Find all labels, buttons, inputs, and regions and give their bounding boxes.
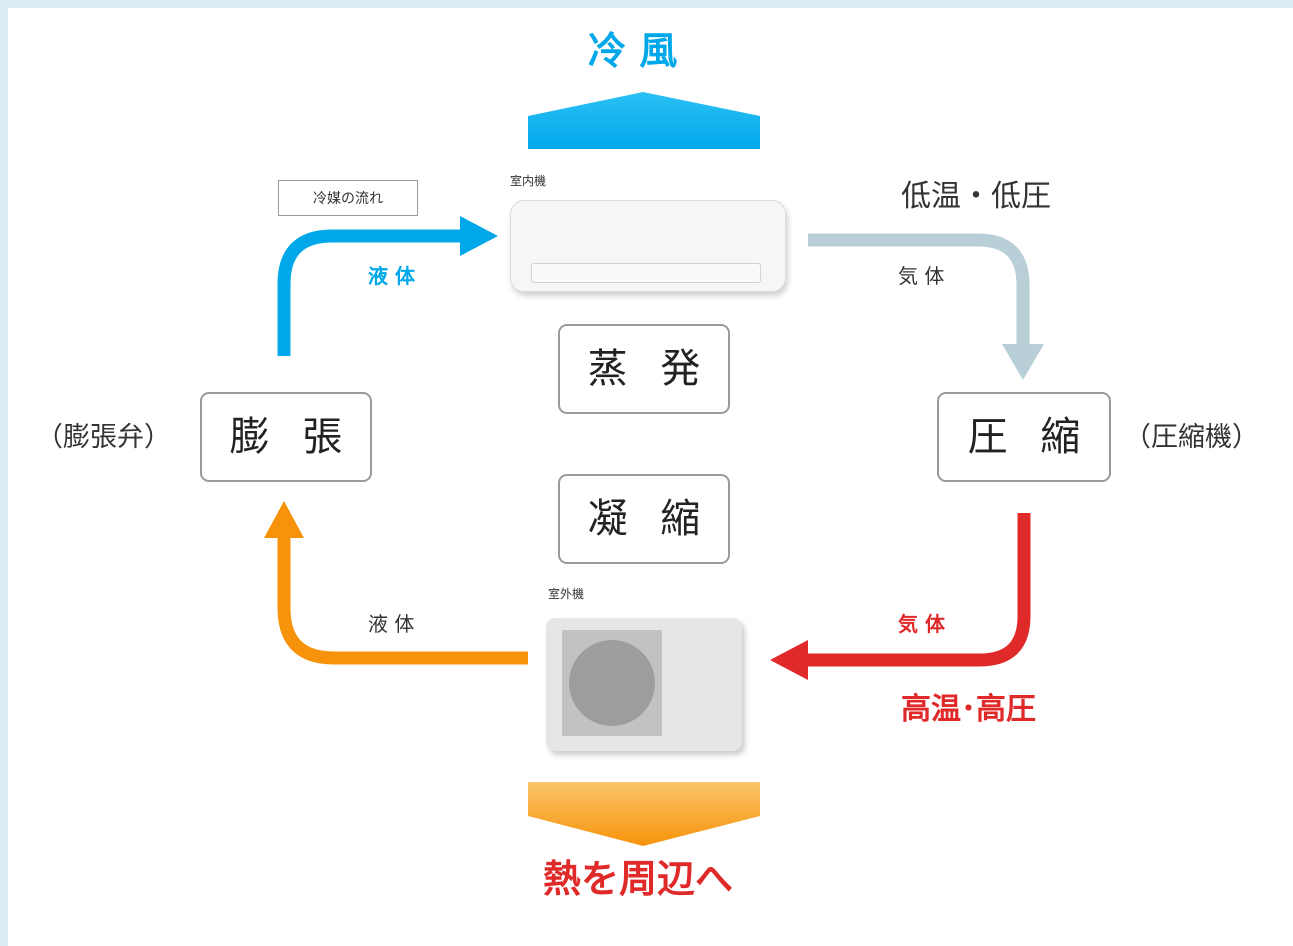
evaporation-stage-box: 蒸 発 [558,324,730,414]
compressor-label: （圧縮機） [1124,422,1259,453]
liquid-state-label-bottom: 液 体 [368,612,415,636]
condensation-stage-label: 凝 縮 [587,496,711,542]
gas-state-label-top: 気 体 [898,264,945,288]
legend-label: 冷媒の流れ [313,191,383,207]
expansion-valve-label: （膨張弁） [36,422,171,453]
heat-arrow-icon [528,782,760,846]
outdoor-fan-grille [562,630,662,736]
gas-flow-arrowhead-icon [1002,344,1044,380]
outdoor-unit-label: 室外機 [548,587,585,601]
compression-stage-label: 圧 縮 [967,414,1091,460]
liquid-state-label-top: 液 体 [368,264,415,288]
hot-gas-flow-arrowhead-icon [770,640,808,680]
fan-icon [569,640,655,726]
refrigeration-cycle-diagram: 冷 風 室内機 室外機 冷媒の流れ 液 体 気 体 低温・低圧 気 体 高温･高… [8,8,1293,946]
low-temp-low-pressure-label: 低温・低圧 [901,179,1051,214]
gas-flow-arrow-top-right [808,233,1030,350]
liquid-flow-arrowhead-icon [460,216,498,256]
indoor-unit-icon [510,200,786,292]
liquid-flow-arrow-top-left [277,229,468,356]
liquid-flow-arrowhead-orange-icon [264,501,304,538]
indoor-unit-label: 室内機 [510,174,547,188]
indoor-unit-vent [531,263,761,283]
refrigerant-flow-arrows [264,92,1044,846]
expansion-stage-label: 膨 張 [229,414,353,460]
hot-gas-flow-arrow-bottom-right [803,513,1031,667]
cold-air-label: 冷 風 [588,29,678,73]
outdoor-unit-icon [546,618,742,751]
condensation-stage-box: 凝 縮 [558,474,730,564]
liquid-flow-arrow-bottom-left [277,536,528,665]
compression-stage-box: 圧 縮 [937,392,1111,482]
evaporation-stage-label: 蒸 発 [587,346,711,392]
high-temp-high-pressure-label: 高温･高圧 [901,692,1036,727]
expansion-stage-box: 膨 張 [200,392,372,482]
gas-state-label-bottom: 気 体 [898,612,945,636]
heat-release-label: 熱を周辺へ [543,857,734,901]
refrigerant-flow-legend: 冷媒の流れ [278,180,418,216]
cold-air-arrow-icon [528,92,760,149]
